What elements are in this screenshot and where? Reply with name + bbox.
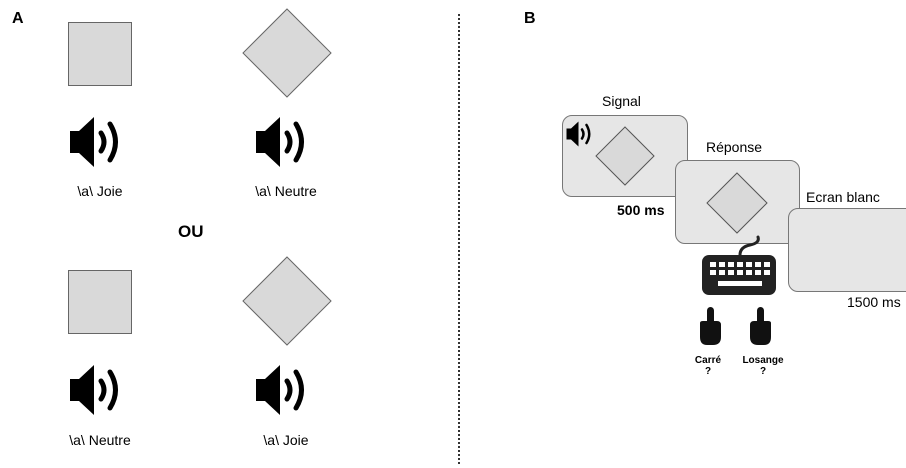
blank-duration: 1500 ms	[847, 294, 901, 310]
speaker-icon	[256, 114, 318, 170]
separator-ou: OU	[178, 222, 204, 241]
signal-label: Signal	[602, 93, 641, 109]
panel-a-label: A	[12, 10, 24, 27]
caption-neutre-bottom: \a\ Neutre	[69, 432, 131, 448]
choice-carre-q: ?	[704, 366, 712, 377]
hand-pointing-icon	[697, 307, 723, 347]
speaker-icon	[566, 120, 598, 148]
caption-joie-bottom: \a\ Joie	[263, 432, 309, 448]
hand-pointing-icon	[748, 307, 774, 347]
choice-losange-label: Losange	[742, 355, 784, 366]
speaker-icon	[70, 362, 132, 418]
response-label: Réponse	[706, 139, 763, 155]
square-shape-bottom	[68, 270, 132, 334]
choice-carre: Carré ?	[678, 355, 738, 377]
choice-carre-label: Carré	[694, 355, 722, 366]
choice-losange-q: ?	[759, 366, 767, 377]
speaker-icon	[70, 114, 132, 170]
diamond-shape-top	[242, 8, 332, 98]
speaker-icon	[256, 362, 318, 418]
keyboard-icon	[700, 235, 780, 297]
signal-diamond	[595, 126, 655, 186]
diamond-shape-bottom	[242, 256, 332, 346]
blank-label: Ecran blanc	[806, 189, 880, 205]
blank-screen	[788, 208, 906, 292]
caption-neutre-top: \a\ Neutre	[255, 183, 317, 199]
caption-joie-top: \a\ Joie	[77, 183, 123, 199]
panel-divider	[458, 14, 460, 464]
signal-duration: 500 ms	[617, 202, 665, 218]
choice-losange: Losange ?	[733, 355, 793, 377]
response-diamond	[706, 172, 768, 234]
square-shape-top	[68, 22, 132, 86]
panel-b-label: B	[524, 10, 536, 27]
